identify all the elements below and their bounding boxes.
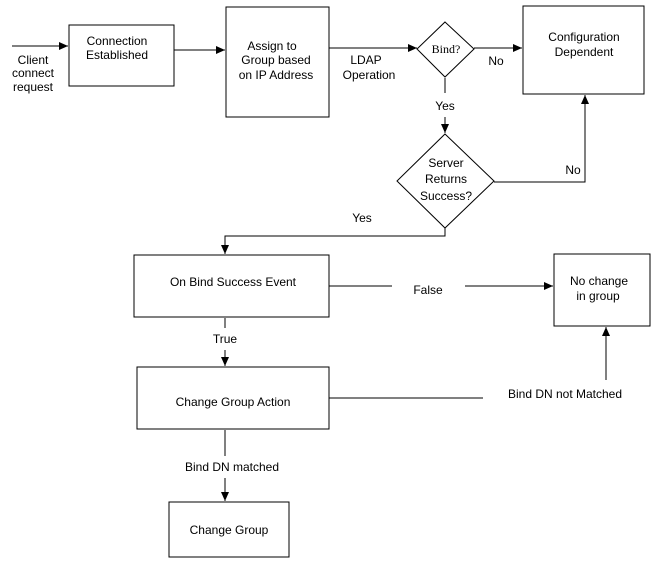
node-connection-established-line1: Connection xyxy=(87,34,148,48)
edge-label-bind-no: No xyxy=(488,54,504,68)
server-yes-arrow xyxy=(221,227,446,254)
edge-label-server-no: No xyxy=(565,163,581,177)
edge-label-bind-dn-not-matched: Bind DN not Matched xyxy=(508,387,622,401)
node-change-group-action-label: Change Group Action xyxy=(176,395,291,409)
node-assign-group-line3: on IP Address xyxy=(239,68,314,82)
node-assign-group-line2: Group based xyxy=(241,53,310,67)
node-connection-established: Connection Established xyxy=(68,24,175,87)
start-label-line3: request xyxy=(13,80,54,94)
node-configuration-dependent-line2: Dependent xyxy=(555,45,614,59)
node-change-group-label: Change Group xyxy=(190,523,269,537)
edge-label-ldap-line2: Operation xyxy=(343,68,396,82)
node-server-returns-success: Server Returns Success? xyxy=(396,133,495,229)
edge-label-true: True xyxy=(213,332,238,346)
node-bind-decision-label: Bind? xyxy=(432,42,461,56)
node-on-bind-success: On Bind Success Event xyxy=(133,254,330,318)
node-no-change-line2: in group xyxy=(576,289,620,303)
edge-label-server-yes: Yes xyxy=(352,211,372,225)
edge-label-bind-yes: Yes xyxy=(435,99,455,113)
node-server-returns-success-line1: Server xyxy=(428,156,463,170)
node-connection-established-line2: Established xyxy=(86,48,148,62)
edge-label-false: False xyxy=(413,283,443,297)
node-no-change: No change in group xyxy=(553,253,651,327)
server-no-arrow xyxy=(494,95,589,183)
node-no-change-line1: No change xyxy=(570,274,628,288)
start-label-line1: Client xyxy=(18,53,49,67)
node-change-group: Change Group xyxy=(168,501,290,558)
start-label-line2: connect xyxy=(12,66,55,80)
node-configuration-dependent-line1: Configuration xyxy=(548,30,619,44)
edge-label-ldap-line1: LDAP xyxy=(350,53,381,67)
node-server-returns-success-line3: Success? xyxy=(420,189,472,203)
node-change-group-action: Change Group Action xyxy=(136,366,330,430)
start-label: Client connect request xyxy=(12,53,55,94)
node-on-bind-success-label: On Bind Success Event xyxy=(170,275,297,289)
node-server-returns-success-line2: Returns xyxy=(425,172,467,186)
node-assign-group-line1: Assign to xyxy=(247,39,297,53)
node-configuration-dependent: Configuration Dependent xyxy=(522,5,645,95)
node-assign-group: Assign to Group based on IP Address xyxy=(225,6,330,118)
node-bind-decision: Bind? xyxy=(416,21,475,78)
edge-label-bind-dn-matched: Bind DN matched xyxy=(185,460,279,474)
